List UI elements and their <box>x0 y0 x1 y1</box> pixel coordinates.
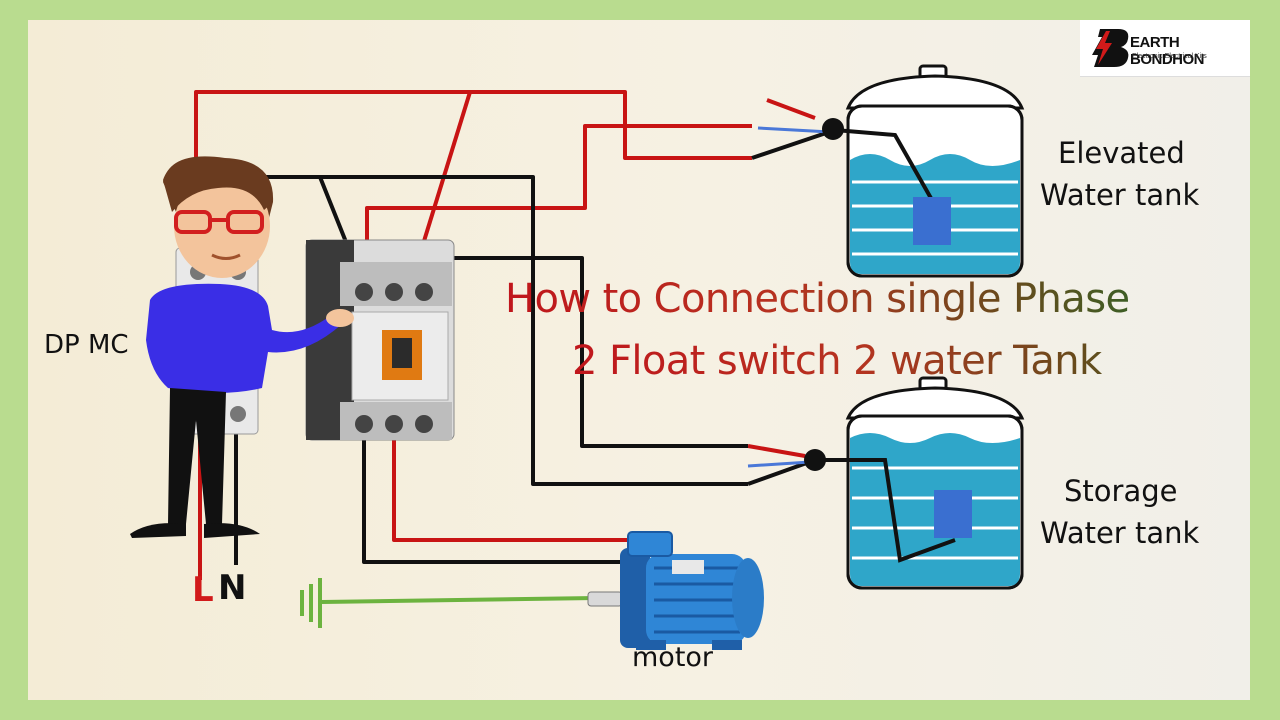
brand-logo: EARTH BONDHON Electronic Electrical Kits <box>1080 20 1250 77</box>
junction-storage <box>804 449 826 471</box>
brand-tagline: Electronic Electrical Kits <box>1132 53 1207 60</box>
motor-icon <box>587 531 764 650</box>
elevated-tank-label-line1: Elevated <box>1058 136 1185 170</box>
storage-tank-label-line1: Storage <box>1064 474 1178 508</box>
presenter-character <box>130 156 354 538</box>
storage-water-tank <box>815 376 1025 590</box>
lightning-b-logo-icon <box>1092 29 1129 67</box>
title-line1: How to Connection single Phase <box>505 276 1215 322</box>
float-switch-elevated <box>913 197 951 245</box>
magnetic-contactor <box>305 239 455 441</box>
motor-label: motor <box>632 642 714 673</box>
junction-elevated <box>822 118 844 140</box>
mcb-label: DP MC <box>44 330 129 360</box>
earth-ground-icon <box>300 578 597 628</box>
sensor-wires <box>747 126 831 468</box>
float-switch-storage <box>934 490 972 538</box>
title-line2: 2 Float switch 2 water Tank <box>572 338 1280 384</box>
neutral-label: N <box>218 568 247 608</box>
elevated-tank-label-line2: Water tank <box>1040 178 1200 212</box>
elevated-water-tank <box>834 64 1025 278</box>
line-label: L <box>192 570 214 610</box>
storage-tank-label-line2: Water tank <box>1040 516 1200 550</box>
brand-name: EARTH BONDHON <box>1130 34 1205 68</box>
